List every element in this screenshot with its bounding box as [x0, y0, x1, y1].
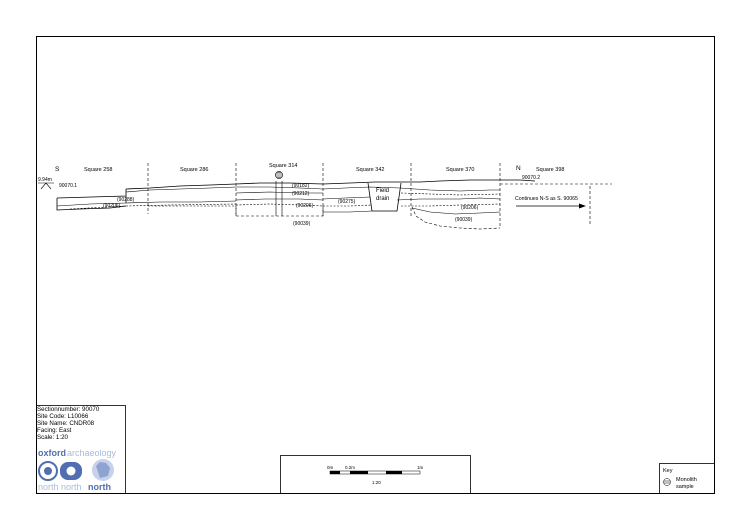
scale-label-end: 1m	[417, 465, 424, 470]
layer-boundary	[125, 200, 237, 204]
layer-boundary	[235, 203, 324, 207]
soil-boundary	[125, 186, 500, 193]
layer-boundary	[322, 196, 371, 200]
scale-label-mid: 0.2m	[345, 465, 355, 470]
key-box-frame	[659, 463, 715, 494]
monolith-sample-icon	[275, 171, 283, 179]
pit-cut	[411, 206, 501, 230]
context-label: (90039)	[455, 217, 473, 223]
logo-line2-a: north	[38, 482, 59, 492]
section-drawing: Square 258 Square 286 Square 314 Square …	[38, 163, 612, 230]
section-base	[56, 189, 127, 203]
square-label: Square 398	[536, 167, 564, 173]
key-item-label: Monolith	[676, 477, 697, 483]
info-box-frame	[36, 405, 126, 494]
scale-ratio: 1:20	[372, 480, 381, 485]
context-label: (90206)	[461, 205, 479, 211]
scale-box-frame	[280, 455, 471, 494]
layer-boundary	[323, 204, 373, 207]
square-label: Square 314	[269, 163, 297, 169]
continuation-arrow-head	[579, 203, 586, 209]
scale: Scale: 1:20	[37, 434, 68, 442]
key-item-label: sample	[676, 484, 694, 490]
context-label: (90206)	[103, 203, 121, 209]
field-drain-label: drain	[376, 196, 389, 202]
monolith-sample-icon	[663, 478, 671, 486]
context-label: (90182)	[292, 183, 310, 189]
level-marker	[38, 182, 54, 190]
key-title: Key	[663, 468, 673, 474]
scale-label-zero: 0m	[327, 465, 334, 470]
layer-boundary	[401, 203, 501, 207]
south-datum-point: 90070.1	[59, 183, 77, 189]
site-code: Site Code: L10066	[37, 413, 89, 421]
square-label: Square 258	[84, 167, 112, 173]
logo-line1-a: oxford	[38, 448, 66, 458]
field-drain-label: Field	[376, 188, 389, 194]
context-label: (90275)	[338, 199, 356, 205]
trench-edge	[235, 206, 324, 217]
level-label: 9.94m	[38, 177, 52, 183]
section-base	[323, 210, 373, 213]
context-label: (90288)	[117, 197, 135, 203]
layer-boundary	[235, 191, 323, 194]
layer-boundary	[69, 203, 237, 210]
scale-bar: 0m 0.2m 1m 1:20	[327, 465, 424, 485]
sheet-frame	[36, 36, 715, 494]
square-label: Square 370	[446, 167, 474, 173]
continuation-note: Continues N-S as S. 90065	[515, 196, 578, 202]
context-label: (90212)	[292, 191, 310, 197]
ground-surface	[125, 179, 536, 190]
context-label: (90039)	[293, 221, 311, 227]
layer-boundary	[235, 198, 324, 201]
layer-boundary	[56, 202, 127, 207]
logo-line2-c: north	[88, 482, 111, 492]
layer-boundary	[400, 192, 501, 196]
section-info-box: Sectionnumber: 90070 Site Code: L10066 S…	[37, 406, 126, 492]
context-label: (90206)	[296, 203, 314, 209]
layer-boundary	[396, 197, 501, 201]
north-datum-point: 90070.2	[522, 175, 540, 181]
logo-line2-b: north	[61, 482, 82, 492]
oxford-archaeology-logo: oxford archaeology north north north	[38, 448, 117, 492]
logo-line1-b: archaeology	[67, 448, 117, 458]
square-label: Square 342	[356, 167, 384, 173]
logo-emblem	[38, 459, 114, 481]
south-label: S	[55, 166, 60, 173]
section-number: Sectionnumber: 90070	[37, 406, 100, 413]
north-label: N	[516, 165, 521, 172]
site-name: Site Name: CNDR08	[37, 420, 95, 428]
square-label: Square 286	[180, 167, 208, 173]
field-drain-cut	[367, 182, 402, 212]
pit-layer	[411, 207, 501, 215]
facing: Facing: East	[37, 427, 72, 435]
monolith-column	[275, 181, 283, 216]
